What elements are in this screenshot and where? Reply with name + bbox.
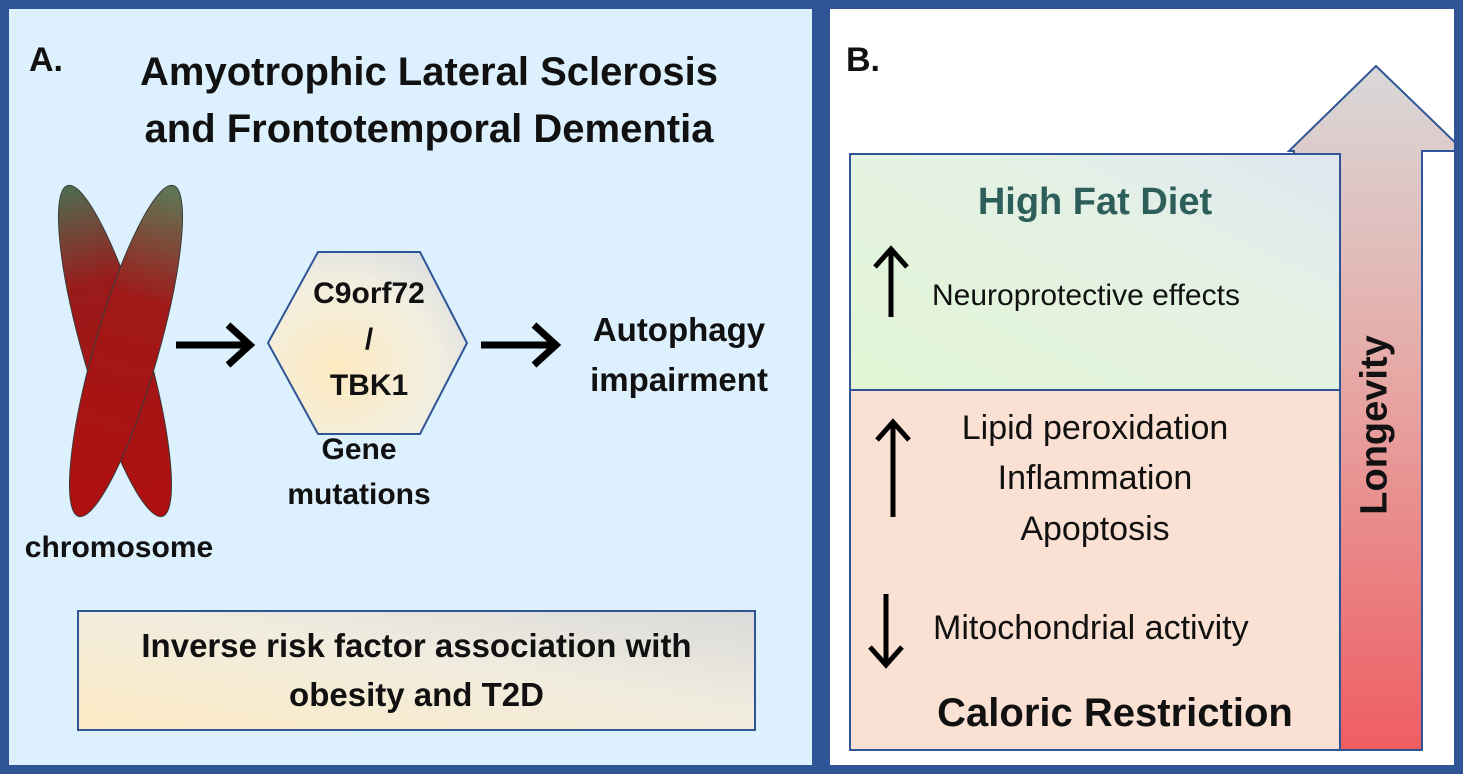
- neuroprotective-effects: Neuroprotective effects: [932, 279, 1240, 312]
- risk-box-line2: obesity and T2D: [289, 676, 544, 713]
- gene-name-line2: /: [364, 323, 374, 356]
- chromatid-right: [68, 184, 184, 518]
- lipid-peroxidation: Lipid peroxidation: [961, 409, 1229, 447]
- chromosome-icon: [57, 184, 184, 518]
- gene-caption-line2: mutations: [287, 478, 431, 511]
- panel-a-title-line2: and Frontotemporal Dementia: [144, 107, 714, 151]
- up-arrow-icon: [873, 245, 909, 317]
- gene-hexagon: [266, 251, 469, 435]
- caloric-box: [849, 389, 1341, 751]
- panel-b: B. High Fat Diet Neuroprotective effects…: [821, 0, 1463, 774]
- down-arrow-icon: [868, 594, 904, 669]
- panel-a-title-line1: Amyotrophic Lateral Sclerosis: [140, 50, 718, 94]
- arrow-right-icon: [481, 322, 562, 368]
- up-arrow-icon: [875, 418, 911, 517]
- gene-caption-line1: Gene: [321, 433, 397, 466]
- high-fat-title: High Fat Diet: [977, 181, 1213, 223]
- chromosome-label: chromosome: [24, 531, 214, 564]
- mitochondrial-activity: Mitochondrial activity: [933, 609, 1249, 647]
- caloric-restriction-title: Caloric Restriction: [937, 691, 1293, 735]
- high-fat-box: [849, 153, 1341, 391]
- panel-a: A. Amyotrophic Lateral Sclerosis and Fro…: [0, 0, 821, 774]
- arrow-right-icon: [176, 322, 256, 368]
- outcome-line2: impairment: [590, 361, 768, 398]
- panel-b-label: B.: [846, 41, 880, 79]
- panel-a-label: A.: [29, 41, 63, 79]
- gene-name-line3: TBK1: [329, 369, 409, 402]
- inflammation: Inflammation: [997, 459, 1193, 497]
- risk-box: [77, 610, 756, 731]
- outcome-line1: Autophagy: [592, 311, 766, 348]
- longevity-label: Longevity: [1353, 335, 1396, 515]
- apoptosis: Apoptosis: [1020, 510, 1170, 548]
- gene-name-line1: C9orf72: [313, 277, 425, 310]
- risk-box-line1: Inverse risk factor association with: [141, 627, 692, 664]
- panel-b-graphics: [849, 64, 1454, 751]
- panel-a-graphics: [57, 184, 756, 731]
